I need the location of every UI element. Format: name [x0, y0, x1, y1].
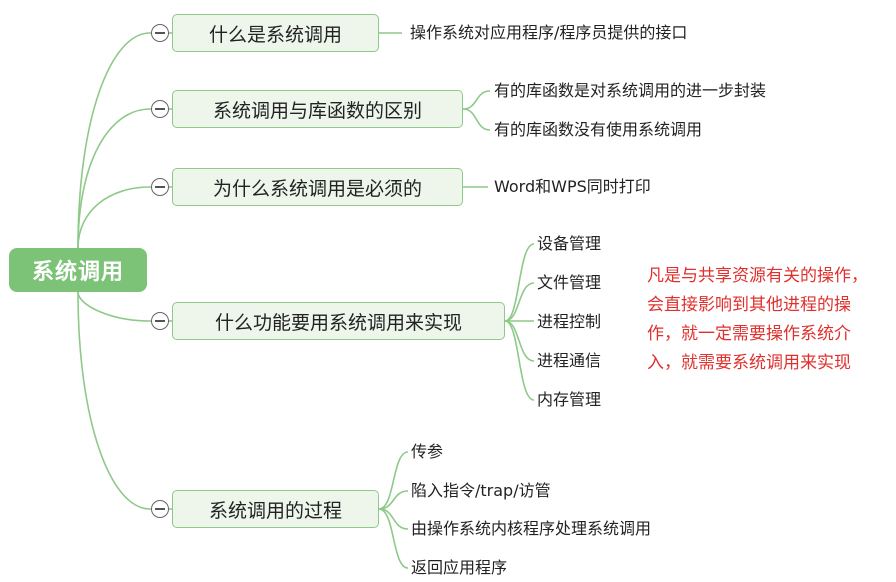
leaf-node[interactable]: 进程通信 [537, 351, 602, 370]
link-process-2 [378, 508, 409, 530]
link-root-func [77, 291, 160, 322]
leaf-node[interactable]: 返回应用程序 [411, 558, 508, 577]
leaf-node[interactable]: 有的库函数是对系统调用的进一步封装 [494, 81, 767, 100]
topic-why-necessary[interactable]: 为什么系统调用是必须的 [172, 168, 463, 206]
topic-label: 什么是系统调用 [208, 23, 342, 46]
link-func-3 [504, 320, 535, 362]
annotation-note: 凡是与共享资源有关的操作，会直接影响到其他进程的操作，就一定需要操作系统介入，就… [647, 266, 868, 373]
link-func-1 [504, 282, 535, 322]
collapse-icon[interactable] [151, 500, 169, 518]
topic-label: 为什么系统调用是必须的 [212, 177, 422, 200]
link-root-what [77, 32, 160, 249]
link-process-1 [378, 490, 409, 510]
leaf-node[interactable]: 内存管理 [537, 390, 602, 409]
topic-label: 系统调用的过程 [208, 499, 342, 522]
link-root-process [77, 291, 160, 510]
collapse-icon[interactable] [151, 24, 169, 42]
topic-which-functions[interactable]: 什么功能要用系统调用来实现 [172, 302, 505, 340]
topic-syscall-process[interactable]: 系统调用的过程 [172, 490, 379, 528]
topic-label: 系统调用与库函数的区别 [212, 99, 422, 122]
link-process-0 [378, 451, 409, 510]
leaf-node[interactable]: 由操作系统内核程序处理系统调用 [411, 519, 652, 538]
leaf-node[interactable]: 传参 [411, 442, 444, 461]
leaf-node[interactable]: 文件管理 [537, 273, 602, 292]
link-func-0 [504, 243, 535, 322]
leaf-node[interactable]: 陷入指令/trap/访管 [411, 481, 551, 500]
collapse-icon[interactable] [151, 312, 169, 330]
topic-what-is-syscall[interactable]: 什么是系统调用 [172, 14, 379, 52]
link-process-3 [378, 508, 409, 569]
root-label: 系统调用 [31, 260, 124, 285]
leaf-node[interactable]: 操作系统对应用程序/程序员提供的接口 [410, 23, 688, 42]
leaf-node[interactable]: Word和WPS同时打印 [494, 177, 651, 196]
leaf-node[interactable]: 有的库函数没有使用系统调用 [494, 120, 703, 139]
link-func-4 [504, 320, 535, 401]
leaf-node[interactable]: 设备管理 [537, 234, 602, 253]
link-root-why [77, 186, 160, 249]
topic-syscall-vs-library[interactable]: 系统调用与库函数的区别 [172, 90, 463, 128]
link-diff-1 [462, 108, 491, 131]
collapse-icon[interactable] [151, 178, 169, 196]
link-root-diff [77, 108, 160, 249]
leaf-node[interactable]: 进程控制 [537, 312, 602, 331]
collapse-icon[interactable] [151, 100, 169, 118]
root-node[interactable]: 系统调用 [9, 248, 147, 292]
link-diff-0 [462, 90, 491, 110]
topic-label: 什么功能要用系统调用来实现 [214, 311, 462, 334]
